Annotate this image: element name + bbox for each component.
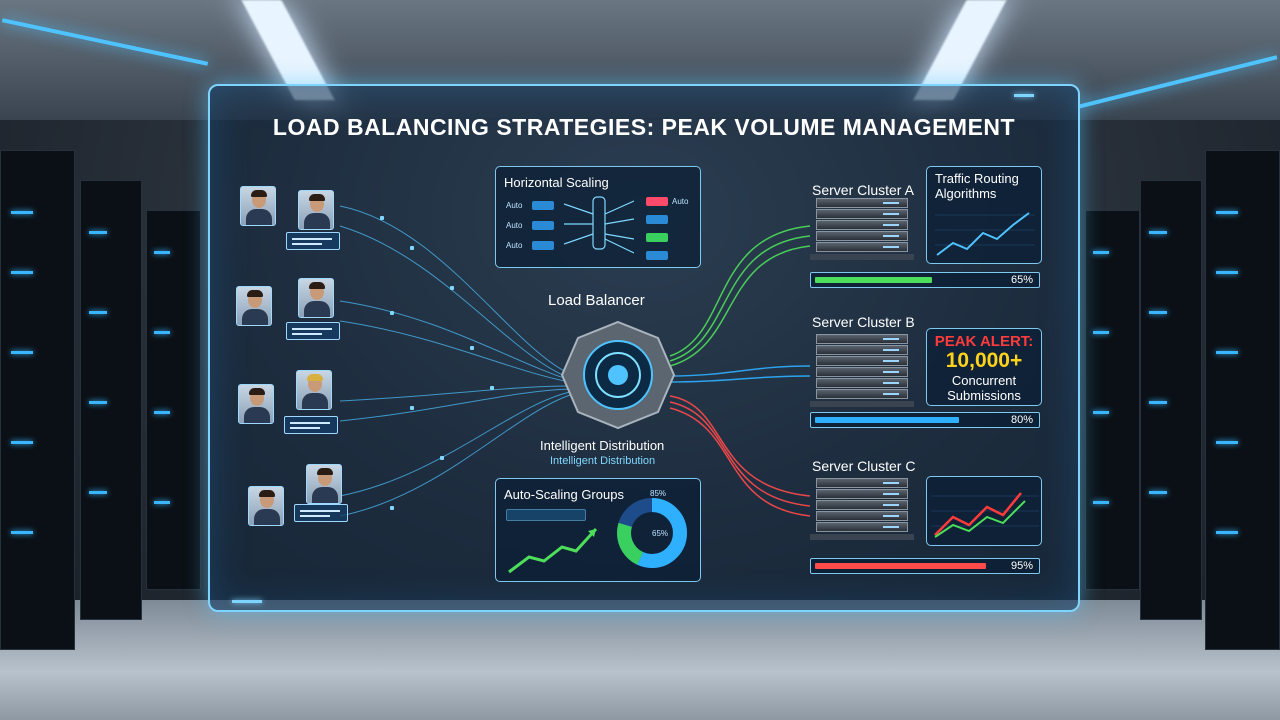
instance-chip	[646, 251, 668, 260]
auto-scaling-caption-placeholder	[506, 509, 586, 521]
user-avatar	[298, 278, 334, 318]
peak-alert-count: 10,000+	[945, 349, 1023, 372]
user-avatar	[298, 190, 334, 230]
data-packet	[410, 406, 414, 410]
scaling-label: Auto	[506, 241, 523, 250]
cluster-c-load-label: 95%	[1010, 560, 1033, 572]
data-packet	[470, 346, 474, 350]
data-packet	[390, 311, 394, 315]
load-balancer-title: Load Balancer	[548, 292, 645, 309]
server-rack	[0, 150, 75, 650]
peak-alert-heading: PEAK ALERT:	[934, 333, 1034, 350]
data-packet	[410, 246, 414, 250]
user-request-card	[294, 504, 348, 522]
user-avatar	[240, 186, 276, 226]
donut-label: 85%	[650, 489, 667, 498]
auto-scaling-trend-chart	[508, 527, 598, 574]
traffic-routing-subtitle: Algorithms	[935, 186, 997, 201]
server-rack	[1085, 210, 1140, 590]
panel-title: LOAD BALANCING STRATEGIES: PEAK VOLUME M…	[272, 114, 1016, 140]
user-avatar	[238, 384, 274, 424]
auto-scaling-panel: Auto-Scaling Groups 85% 65%	[495, 478, 701, 582]
auto-scaling-title: Auto-Scaling Groups	[504, 487, 624, 502]
panel-corner-tab	[232, 600, 262, 603]
server-rack	[1205, 150, 1280, 650]
user-avatar	[248, 486, 284, 526]
data-packet	[450, 286, 454, 290]
server-rack	[80, 180, 142, 620]
load-balancer-hub-icon	[560, 320, 676, 430]
user-avatar	[236, 286, 272, 326]
traffic-routing-title: Traffic Routing	[935, 171, 1019, 186]
floor	[0, 600, 1280, 720]
donut-label: 65%	[652, 529, 669, 538]
auto-scaling-donut-chart	[617, 498, 687, 568]
cluster-c-server-stack	[810, 478, 914, 552]
data-packet	[440, 456, 444, 460]
cluster-c-load-bar: 95%	[810, 558, 1040, 574]
cluster-b-load-label: 80%	[1010, 414, 1033, 426]
cluster-a-load-label: 65%	[1010, 274, 1033, 286]
cluster-b-load-fill	[815, 417, 959, 423]
hologram-panel: LOAD BALANCING STRATEGIES: PEAK VOLUME M…	[208, 84, 1080, 612]
data-packet	[380, 216, 384, 220]
cluster-a-load-fill	[815, 277, 932, 283]
cluster-c-title: Server Cluster C	[812, 458, 916, 474]
peak-alert-line4: Submissions	[947, 388, 1021, 403]
cluster-c-load-fill	[815, 563, 986, 569]
panel-corner-tab	[1014, 94, 1034, 97]
cluster-a-title: Server Cluster A	[812, 182, 914, 198]
cluster-c-chart-panel	[926, 476, 1042, 546]
instance-chip	[646, 233, 668, 242]
scaling-label: Auto	[506, 201, 523, 210]
cluster-a-server-stack	[810, 198, 914, 268]
instance-chip	[532, 241, 554, 250]
user-avatar	[296, 370, 332, 410]
scaling-label: Auto	[506, 221, 523, 230]
cluster-b-load-bar: 80%	[810, 412, 1040, 428]
user-request-card	[284, 416, 338, 434]
data-packet	[390, 506, 394, 510]
traffic-flow-lines	[339, 205, 811, 517]
horizontal-scaling-panel: Horizontal Scaling Auto Auto Auto Auto	[495, 166, 701, 268]
instance-chip	[646, 215, 668, 224]
cluster-c-trend-chart	[931, 492, 1039, 538]
peak-alert-panel: PEAK ALERT: 10,000+ Concurrent Submissio…	[926, 328, 1042, 406]
cluster-b-title: Server Cluster B	[812, 314, 915, 330]
user-avatar	[306, 464, 342, 504]
cluster-b-server-stack	[810, 334, 914, 410]
user-request-card	[286, 322, 340, 340]
cluster-a-load-bar: 65%	[810, 272, 1040, 288]
peak-alert-line3: Concurrent	[951, 373, 1017, 388]
traffic-routing-chart	[935, 212, 1035, 256]
instance-chip	[532, 201, 554, 210]
instance-chip	[646, 197, 668, 206]
instance-chip	[532, 221, 554, 230]
user-request-card	[286, 232, 340, 250]
server-rack	[146, 210, 201, 590]
scaling-label: Auto	[672, 197, 689, 206]
load-balancer-caption: Intelligent Distribution	[540, 438, 665, 453]
horizontal-scaling-title: Horizontal Scaling	[504, 175, 609, 190]
load-balancer-subcaption: Intelligent Distribution	[550, 455, 656, 467]
server-rack	[1140, 180, 1202, 620]
traffic-routing-panel: Traffic Routing Algorithms	[926, 166, 1042, 264]
scaling-hub-icon	[564, 196, 634, 254]
data-packet	[490, 386, 494, 390]
